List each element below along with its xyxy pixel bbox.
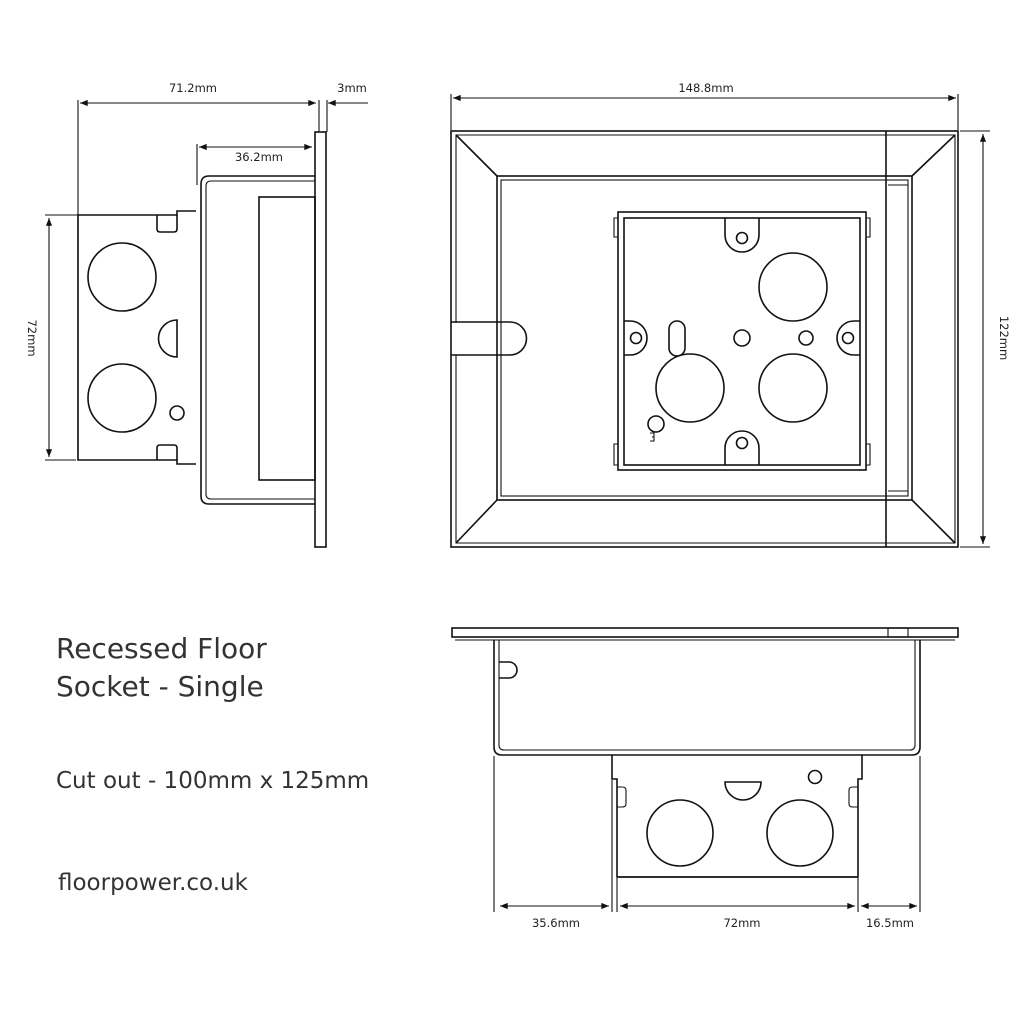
depth-label: 71.2mm (169, 81, 217, 95)
product-title-line2: Socket - Single (56, 670, 264, 703)
height-label: 122mm (997, 316, 1011, 360)
tab (499, 661, 518, 679)
dimension-height: 122mm (960, 130, 1011, 548)
metal-back-box (613, 211, 871, 471)
side-view: 71.2mm 3mm 36.2mm 72mm (25, 81, 368, 548)
dimension-box-depth: 36.2mm (196, 143, 312, 185)
width-label: 148.8mm (678, 81, 733, 95)
screw-hole (798, 330, 814, 346)
left-offset-label: 35.6mm (532, 916, 580, 930)
fixing-hole (629, 331, 643, 345)
back-box-height-label: 72mm (25, 319, 39, 356)
fixing-hole (735, 436, 749, 450)
website-link[interactable]: floorpower.co.uk (58, 870, 249, 896)
half-knockout (157, 319, 178, 358)
back-box (611, 755, 863, 878)
knockout-hole (766, 799, 834, 867)
half-knockout (724, 781, 762, 801)
fixing-hole (735, 231, 749, 245)
back-box (77, 210, 196, 465)
dimension-width: 148.8mm (450, 81, 959, 130)
inner-frame (496, 175, 913, 501)
right-offset-label: 16.5mm (866, 916, 914, 930)
fixing-hole (841, 331, 855, 345)
knockout-hole (87, 363, 157, 433)
cutout-size: Cut out - 100mm x 125mm (56, 768, 369, 794)
knockout-hole (646, 799, 714, 867)
knockout-hole (655, 353, 725, 423)
screw-hole (733, 329, 751, 347)
flange-plate (314, 131, 327, 548)
tray-body (200, 175, 315, 505)
dimension-depth: 71.2mm (77, 81, 316, 460)
front-dimensions: 35.6mm 72mm 16.5mm (493, 756, 921, 930)
knockout-hole (758, 252, 828, 322)
back-box-width-label: 72mm (723, 916, 760, 930)
cable-slot (451, 321, 528, 356)
dimension-back-box-height: 72mm (25, 214, 78, 461)
flange-label: 3mm (337, 81, 367, 95)
earth-terminal (647, 415, 665, 433)
top-plate (451, 627, 959, 638)
earth-slot (668, 320, 686, 357)
knockout-hole (87, 242, 157, 312)
top-view: 148.8mm 122mm (450, 81, 1011, 548)
dimension-flange: 3mm (318, 81, 368, 132)
inner-cavity (258, 196, 316, 481)
product-title-line1: Recessed Floor (56, 632, 267, 665)
outer-frame (450, 130, 959, 548)
screw-hole (169, 405, 185, 421)
front-view: 35.6mm 72mm 16.5mm (451, 627, 959, 930)
box-depth-label: 36.2mm (235, 150, 283, 164)
screw-hole (807, 769, 823, 785)
tray-body (493, 640, 921, 756)
knockout-hole (758, 353, 828, 423)
